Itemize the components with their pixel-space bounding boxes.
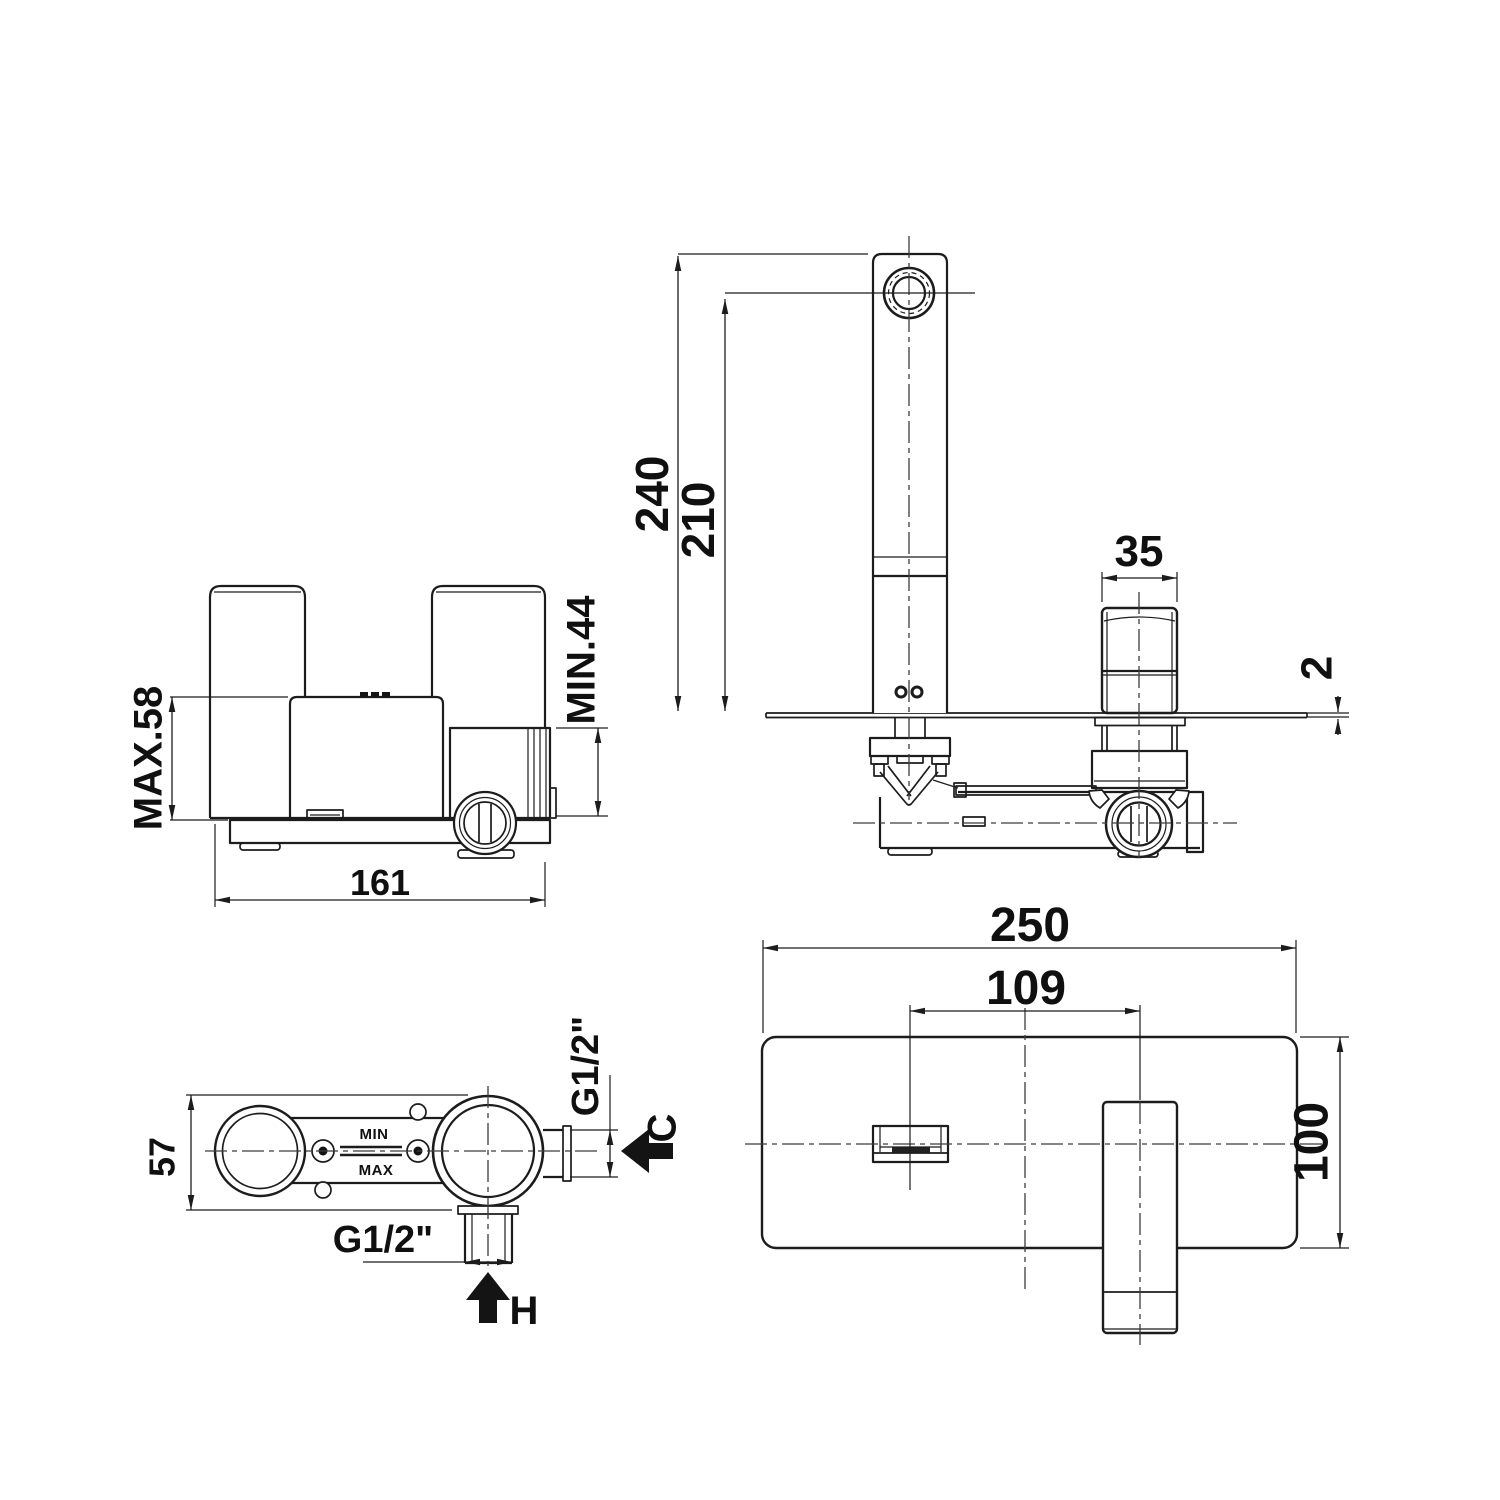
dim-hot-thread: G1/2" [333,1219,433,1261]
hot-inlet-arrow-icon [466,1272,510,1323]
dim-body-width: 161 [350,862,410,903]
view-front-rough-in: MAX.58 MIN.44 161 [127,584,608,907]
dim-spout-to-handle: 109 [986,962,1066,1015]
dim-plate-thickness: 2 [1293,656,1342,680]
cold-inlet-arrow-icon [621,1129,673,1173]
view-top-rough-in: MIN MAX 57 G1/2" C G1/2" H [142,1016,685,1333]
hot-label: H [510,1289,539,1333]
max-marking: MAX [359,1162,394,1179]
view-side-mixer: 240 210 35 2 [626,236,1349,859]
dim-outlet-height: 210 [672,482,724,559]
dim-min-depth: MIN.44 [560,595,604,725]
screw-icon [910,685,924,699]
dim-plate-width: 250 [990,899,1070,952]
dim-spout-overall-height: 240 [626,456,678,533]
dim-handle-width: 35 [1115,527,1164,576]
dim-body-depth: 57 [142,1137,183,1177]
dim-max-depth: MAX.58 [127,686,171,831]
screw-icon [894,685,908,699]
min-marking: MIN [360,1126,389,1143]
dim-plate-height: 100 [1286,1102,1339,1182]
cold-label: C [641,1114,685,1143]
dim-cold-thread: G1/2" [565,1016,607,1116]
view-front-plate: 250 109 100 [745,899,1349,1345]
